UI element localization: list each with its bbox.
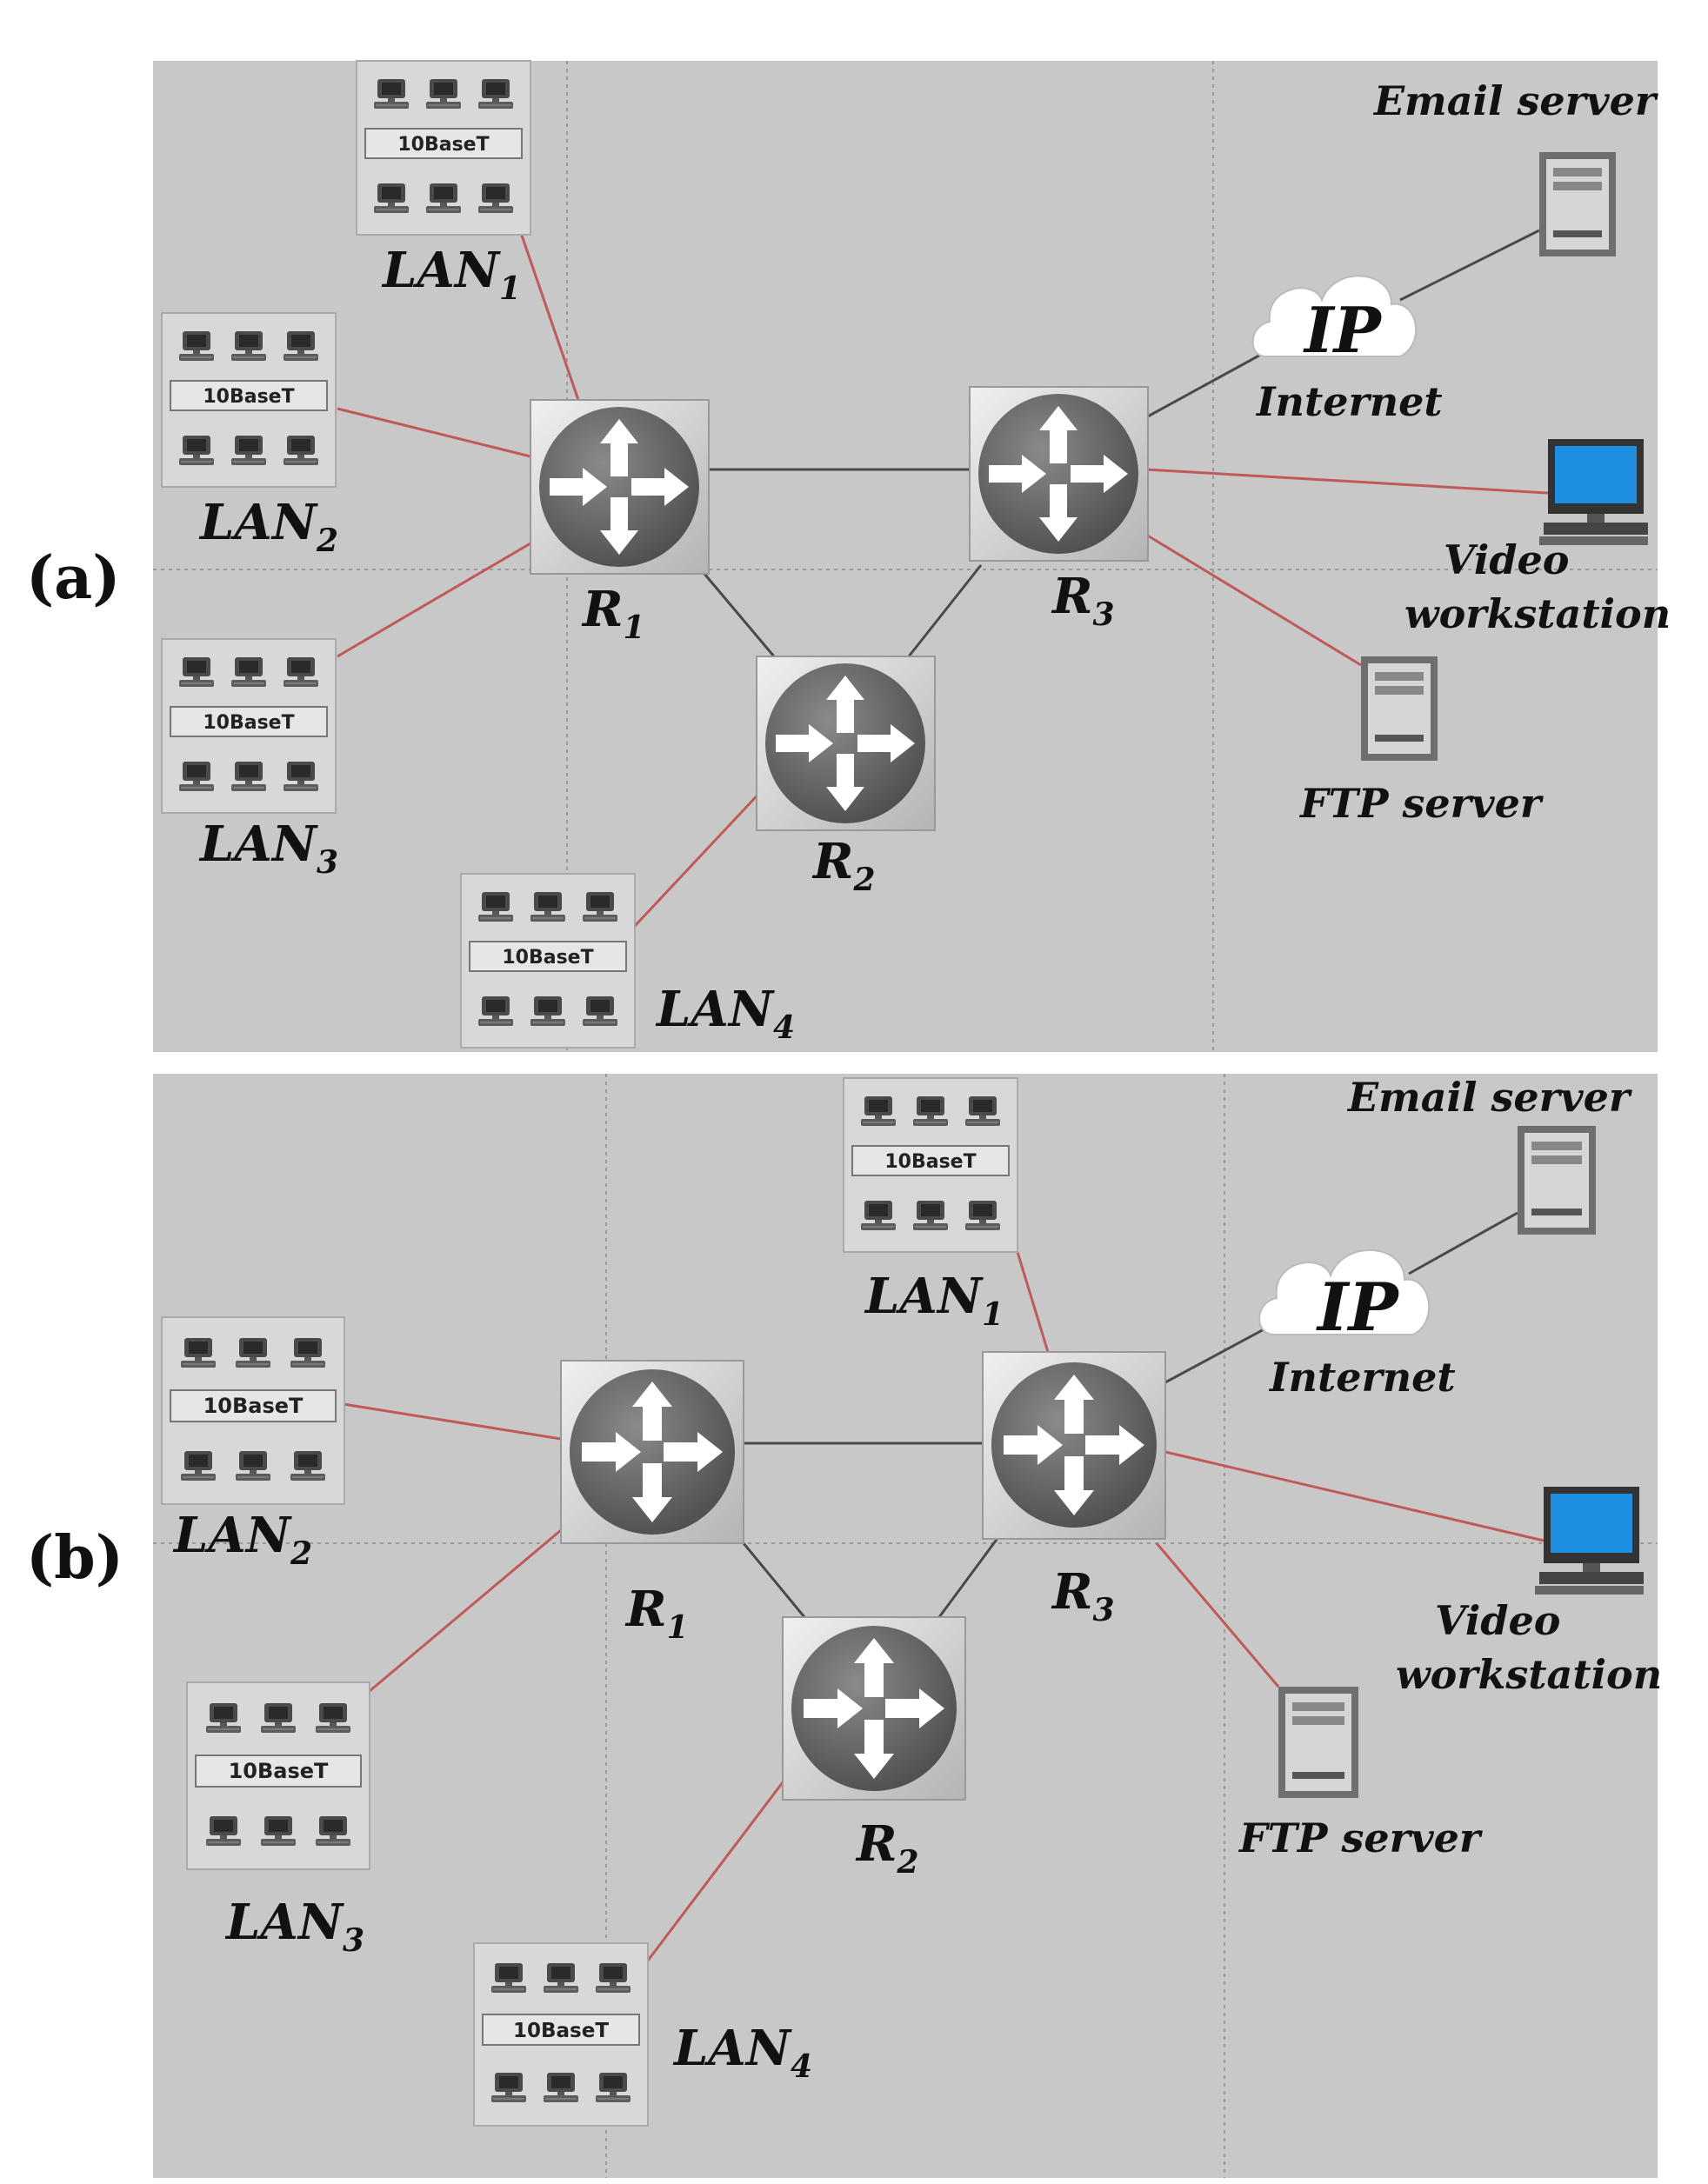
lan2-label: LAN2	[172, 1507, 312, 1572]
lan1-hub: 10BaseT	[356, 60, 531, 236]
link-r3-ftp	[1155, 1542, 1280, 1688]
link-r3-video	[1164, 1450, 1545, 1542]
r1-label: R1	[624, 1581, 689, 1646]
router-r1	[560, 1360, 744, 1544]
link-internet-email	[1399, 229, 1540, 302]
lan4-label: LAN4	[655, 981, 795, 1046]
link-lan4-r2	[633, 785, 767, 928]
internet-cloud: IP	[1251, 275, 1417, 367]
cloud-ip-text: IP	[1303, 293, 1383, 367]
lan4-hub: 10BaseT	[460, 873, 636, 1049]
link-r1-r2	[742, 1542, 806, 1618]
ftp-server-label: FTP server	[1298, 780, 1545, 827]
lan4-label: LAN4	[672, 2020, 812, 2085]
email-server-label: Email server	[1346, 1074, 1633, 1121]
r3-label: R3	[1051, 568, 1115, 633]
link-r3-ftp	[1145, 533, 1362, 667]
video-label-line2: workstation	[1404, 590, 1671, 637]
link-lan4-r2	[646, 1781, 784, 1961]
lan3-hub: 10BaseT	[161, 638, 337, 814]
router-r3	[982, 1351, 1166, 1540]
r1-label: R1	[581, 581, 645, 646]
link-r1-r2	[703, 573, 776, 657]
lan2-hub-label: 10BaseT	[203, 386, 294, 408]
ftp-server-label: FTP server	[1238, 1814, 1484, 1861]
link-lan3-r1	[337, 542, 531, 658]
email-server-icon	[1539, 152, 1616, 256]
lan2-hub: 10BaseT	[161, 312, 337, 488]
link-r2-r3	[907, 564, 983, 657]
internet-cloud: IP	[1258, 1248, 1430, 1346]
link-lan2-r1	[337, 407, 531, 458]
router-r2	[782, 1616, 966, 1801]
r3-label: R3	[1051, 1563, 1115, 1628]
router-r2	[756, 656, 936, 831]
lan2-hub: 10BaseT	[161, 1316, 345, 1505]
lan1-label: LAN1	[864, 1268, 1004, 1333]
link-lan3-r1	[369, 1528, 562, 1693]
video-workstation-icon	[1539, 439, 1648, 545]
link-r3-video	[1145, 468, 1549, 495]
ftp-server-icon	[1278, 1687, 1358, 1798]
panel-b: 10BaseT LAN1 10BaseT LAN2 10BaseT LAN3	[153, 1074, 1662, 2178]
lan3-label: LAN3	[224, 1894, 364, 1959]
lan1-hub: 10BaseT	[843, 1077, 1018, 1253]
lan3-hub-label: 10BaseT	[203, 712, 294, 734]
lan4-hub: 10BaseT	[473, 1942, 649, 2127]
video-workstation-icon	[1535, 1487, 1644, 1595]
lan3-hub: 10BaseT	[186, 1681, 370, 1870]
r2-label: R2	[811, 833, 876, 898]
lan3-hub-label: 10BaseT	[229, 1759, 329, 1783]
link-r3-internet	[1145, 350, 1266, 419]
r2-label: R2	[855, 1815, 919, 1881]
video-label-line1: Video	[1444, 536, 1569, 583]
internet-label: Internet	[1255, 378, 1443, 425]
cloud-ip-text: IP	[1316, 1268, 1400, 1346]
lan3-label: LAN3	[198, 816, 338, 881]
video-label-line2: workstation	[1396, 1651, 1662, 1698]
router-r3	[969, 386, 1149, 562]
panel-a: 10BaseT LAN1 10BaseT LAN2 10BaseT LAN3	[153, 60, 1671, 1052]
lan2-hub-label: 10BaseT	[203, 1394, 304, 1418]
email-server-icon	[1518, 1126, 1596, 1235]
link-lan2-r1	[343, 1402, 562, 1441]
lan4-hub-label: 10BaseT	[513, 2020, 609, 2042]
link-r3-internet	[1164, 1320, 1279, 1384]
ftp-server-icon	[1361, 656, 1438, 761]
lan1-hub-label: 10BaseT	[397, 134, 489, 156]
router-r1	[530, 399, 710, 575]
panel-a-label: (a)	[26, 543, 120, 613]
lan1-hub-label: 10BaseT	[884, 1151, 976, 1173]
link-r2-r3	[937, 1536, 1000, 1618]
lan1-label: LAN1	[381, 242, 521, 307]
link-lan1-r1	[518, 230, 580, 401]
internet-label: Internet	[1268, 1354, 1456, 1401]
link-lan1-r3	[1016, 1251, 1050, 1353]
video-label-line1: Video	[1435, 1597, 1560, 1644]
email-server-label: Email server	[1372, 77, 1659, 124]
lan2-label: LAN2	[198, 494, 338, 559]
lan4-hub-label: 10BaseT	[502, 947, 593, 969]
link-internet-email	[1408, 1211, 1518, 1275]
panel-b-label: (b)	[26, 1523, 123, 1593]
